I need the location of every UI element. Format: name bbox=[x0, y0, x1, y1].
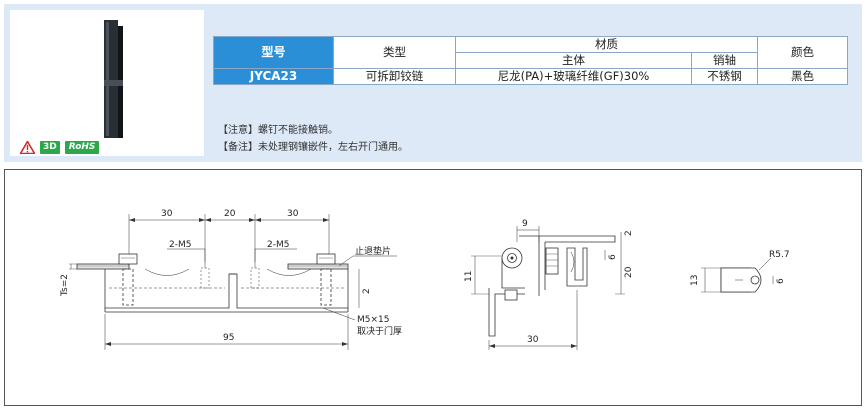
ts-label: Ts=2 bbox=[60, 274, 70, 297]
material-header: 材质 bbox=[455, 36, 758, 53]
dim-30-left: 30 bbox=[161, 209, 173, 219]
remark-note: 【备注】未处理钢镶嵌件，左右开门通用。 bbox=[218, 142, 408, 153]
main-body-header: 主体 bbox=[455, 52, 692, 69]
thread-left-label: 2-M5 bbox=[169, 240, 191, 250]
badge-row: 3D RoHS bbox=[20, 140, 100, 154]
dim-95: 95 bbox=[223, 333, 234, 343]
dim-6-side: 6 bbox=[608, 254, 618, 260]
dim-30-side: 30 bbox=[527, 335, 539, 345]
dim-2-side: 2 bbox=[624, 230, 634, 236]
dim-9: 9 bbox=[522, 219, 528, 229]
technical-drawing-panel: 30 20 30 2-M5 2-M5 bbox=[4, 169, 862, 406]
dim-6-end: 6 bbox=[776, 278, 786, 284]
product-info-panel: 3D RoHS 型号 类型 材质 颜色 主体 销轴 JYCA23 可拆卸铰链 尼… bbox=[4, 4, 862, 162]
washer-label: 止退垫片 bbox=[355, 245, 391, 257]
technical-drawing: 30 20 30 2-M5 2-M5 bbox=[60, 209, 790, 350]
warning-icon bbox=[20, 140, 35, 154]
dim-20-side: 20 bbox=[624, 266, 634, 278]
product-image-box: 3D RoHS bbox=[10, 10, 204, 156]
dim-13: 13 bbox=[690, 275, 700, 286]
main-body-cell: 尼龙(PA)+玻璃纤维(GF)30% bbox=[455, 68, 692, 85]
rohs-badge: RoHS bbox=[64, 140, 100, 154]
screw-label: M5×15 bbox=[357, 315, 389, 325]
notes: 【注意】螺钉不能接触销。 【备注】未处理钢镶嵌件，左右开门通用。 bbox=[218, 122, 408, 156]
dim-2: 2 bbox=[362, 288, 372, 294]
side-view: 9 bbox=[464, 219, 634, 350]
type-cell: 可拆卸铰链 bbox=[333, 68, 456, 85]
3d-badge: 3D bbox=[40, 140, 60, 154]
radius-label: R5.7 bbox=[769, 250, 790, 260]
pin-header: 销轴 bbox=[691, 52, 758, 69]
dim-11: 11 bbox=[464, 271, 474, 282]
thread-right-label: 2-M5 bbox=[267, 240, 289, 250]
dim-20-mid: 20 bbox=[224, 209, 236, 219]
color-header: 颜色 bbox=[757, 36, 848, 69]
screw-note: 取决于门厚 bbox=[357, 325, 402, 337]
model-header: 型号 bbox=[213, 36, 334, 69]
spec-table: 型号 类型 材质 颜色 主体 销轴 JYCA23 可拆卸铰链 尼龙(PA)+玻璃… bbox=[213, 36, 848, 85]
end-view: 13 R5.7 6 bbox=[690, 250, 790, 293]
front-view: 30 20 30 2-M5 2-M5 bbox=[60, 209, 402, 350]
color-cell: 黑色 bbox=[757, 68, 848, 85]
type-header: 类型 bbox=[333, 36, 456, 69]
dim-30-right: 30 bbox=[287, 209, 299, 219]
pin-cell: 不锈钢 bbox=[691, 68, 758, 85]
caution-note: 【注意】螺钉不能接触销。 bbox=[218, 125, 338, 136]
model-cell: JYCA23 bbox=[213, 68, 334, 85]
hinge-product-image bbox=[104, 20, 123, 138]
